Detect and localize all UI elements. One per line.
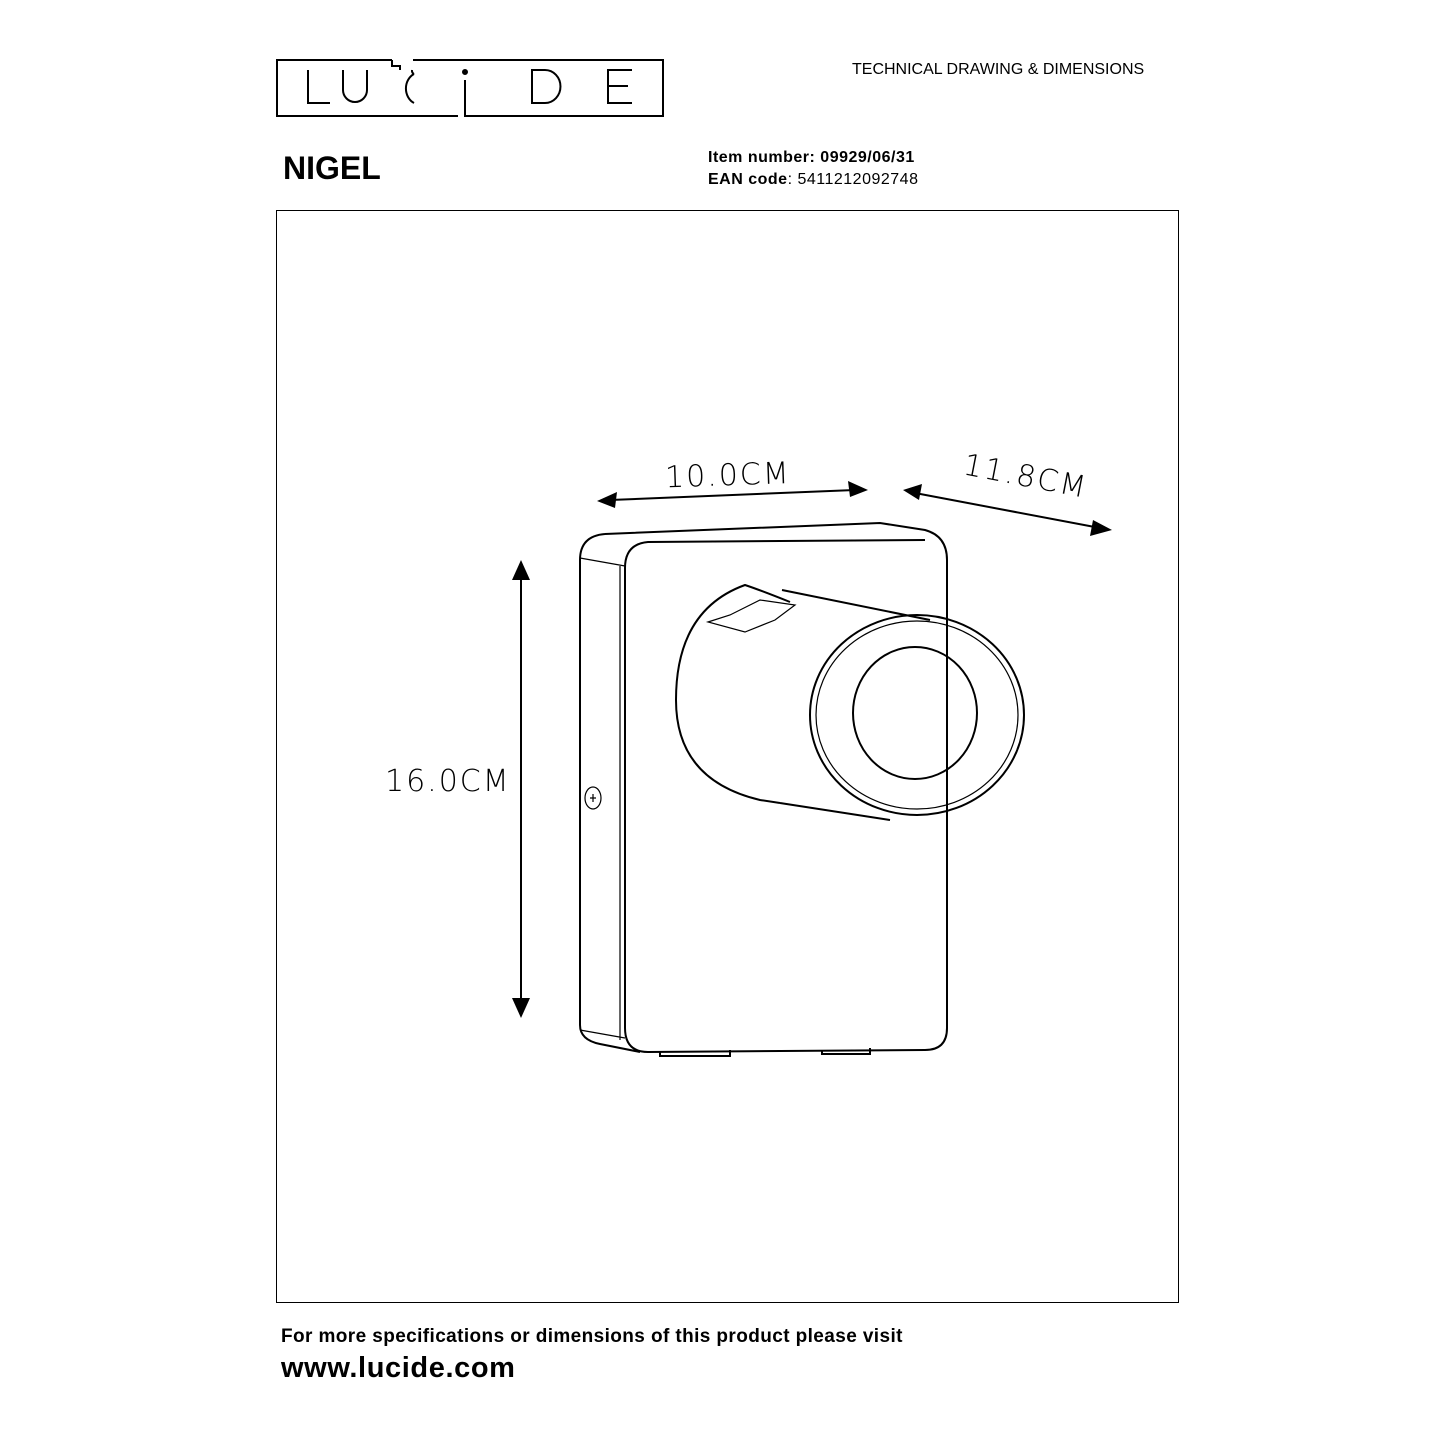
height-dimension-label: 16.0CM bbox=[385, 764, 511, 799]
screw-icon bbox=[584, 786, 602, 810]
width-dimension-label: 10.0CM bbox=[664, 456, 791, 495]
ean-code: : 5411212092748 bbox=[787, 171, 919, 188]
item-number-row: Item number: 09929/06/31 bbox=[708, 149, 915, 167]
lamp-illustration bbox=[579, 521, 1025, 1057]
drawing-frame bbox=[276, 210, 1179, 1303]
website-link[interactable]: www.lucide.com bbox=[281, 1352, 516, 1384]
item-number: 09929/06/31 bbox=[820, 149, 915, 166]
lucide-logo bbox=[276, 59, 664, 117]
dimension-width bbox=[597, 481, 868, 508]
document-title: TECHNICAL DRAWING & DIMENSIONS bbox=[852, 61, 1145, 78]
dimension-height bbox=[512, 560, 530, 1018]
dimension-depth bbox=[903, 484, 1112, 536]
ean-row: EAN code: 5411212092748 bbox=[708, 171, 918, 189]
footer-text: For more specifications or dimensions of… bbox=[281, 1326, 903, 1347]
item-number-label: Item number: bbox=[708, 149, 816, 166]
product-name: NIGEL bbox=[283, 150, 381, 186]
ean-label: EAN code bbox=[708, 171, 788, 188]
